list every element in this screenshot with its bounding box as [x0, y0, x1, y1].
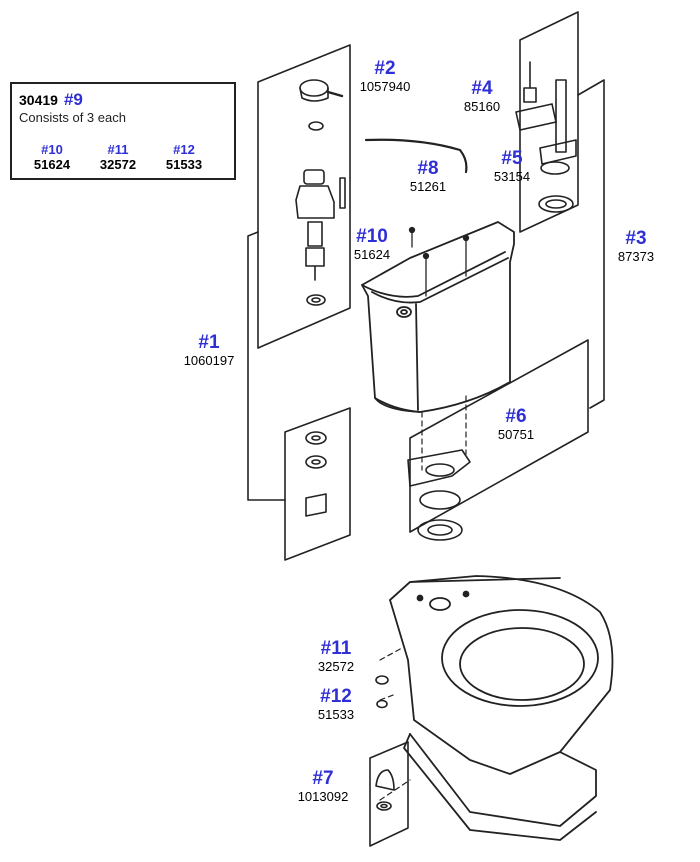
kit-item-number: #10: [41, 142, 63, 157]
kit-item-part: 32572: [99, 157, 137, 172]
kit-header: 30419 #9: [19, 90, 83, 110]
kit-number: #9: [63, 90, 83, 109]
panel-fill-valve-group: [257, 44, 351, 349]
tank-bolts: [408, 226, 470, 297]
callout-number: #6: [505, 406, 527, 427]
callout-part: 32572: [317, 658, 355, 674]
callout-7: #7 1013092: [288, 768, 358, 805]
callout-part: 51533: [317, 706, 355, 722]
kit-item-part: 51624: [33, 157, 71, 172]
callout-part: 1013092: [297, 788, 349, 804]
callout-number: #12: [320, 686, 352, 707]
panel-floor-bolt-group: [369, 741, 409, 847]
toilet-bowl: [389, 575, 614, 841]
callout-part: 53154: [493, 168, 531, 184]
callout-number: #11: [320, 638, 352, 659]
bracket-1: [247, 231, 286, 501]
bolt-cap: [375, 769, 395, 811]
refill-tube: [364, 138, 468, 174]
callout-number: #7: [312, 768, 334, 789]
callout-4: #4 85160: [452, 78, 512, 115]
panel-tank-bolts-group: [284, 407, 351, 561]
panel-gasket-group: [409, 339, 589, 533]
callout-part: 1057940: [359, 78, 411, 94]
callout-11: #11 32572: [306, 638, 366, 675]
kit-item-number: #12: [173, 142, 195, 157]
callout-3: #3 87373: [606, 228, 666, 265]
tank-bolt-washers: [305, 431, 327, 517]
kit-code: 30419: [19, 92, 58, 108]
callout-5: #5 53154: [482, 148, 542, 185]
kit-box: 30419 #9 Consists of 3 each #10 51624 #11…: [10, 82, 236, 180]
callout-8: #8 51261: [398, 158, 458, 195]
bracket-3: [577, 79, 605, 409]
callout-number: #8: [417, 158, 439, 179]
tank-gasket: [407, 449, 471, 541]
callout-part: 50751: [497, 426, 535, 442]
callout-part: 85160: [463, 98, 501, 114]
callout-10: #10 51624: [342, 226, 402, 263]
toilet-tank: [361, 221, 515, 413]
callout-number: #1: [198, 332, 220, 353]
callout-number: #5: [501, 148, 523, 169]
panel-flush-valve-group: [519, 11, 579, 233]
callout-number: #2: [374, 58, 396, 79]
bowl-bolt-nuts: [375, 675, 389, 709]
callout-part: 51624: [353, 246, 391, 262]
callout-number: #4: [471, 78, 493, 99]
callout-number: #3: [625, 228, 647, 249]
trip-lever: [299, 79, 344, 131]
assembly-lines: [379, 395, 467, 801]
callout-1: #1 1060197: [174, 332, 244, 369]
kit-item: #11 32572: [90, 142, 146, 172]
fill-valve: [295, 169, 346, 306]
callout-part: 51261: [409, 178, 447, 194]
kit-item: #10 51624: [24, 142, 80, 172]
kit-note: Consists of 3 each: [19, 110, 126, 125]
callout-number: #10: [356, 226, 388, 247]
callout-part: 1060197: [183, 352, 235, 368]
kit-item-number: #11: [107, 142, 129, 157]
callout-12: #12 51533: [306, 686, 366, 723]
callout-2: #2 1057940: [350, 58, 420, 95]
flush-valve: [515, 61, 577, 213]
kit-item-part: 51533: [165, 157, 203, 172]
callout-part: 87373: [617, 248, 655, 264]
callout-6: #6 50751: [486, 406, 546, 443]
kit-item: #12 51533: [156, 142, 212, 172]
